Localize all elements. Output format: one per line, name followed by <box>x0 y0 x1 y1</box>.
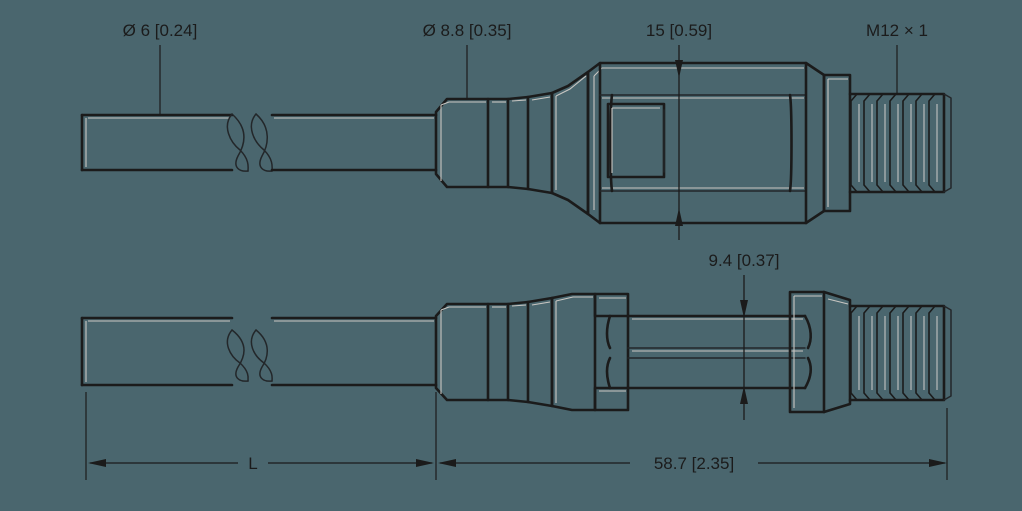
bottom-strain-relief <box>434 292 597 412</box>
body-width-label: 9.4 [0.37] <box>709 251 780 270</box>
strain-relief-diameter-label: Ø 8.8 [0.35] <box>423 21 512 40</box>
top-thread-m12 <box>848 92 952 194</box>
top-cable-right <box>270 113 438 172</box>
connector-length-label: 58.7 [2.35] <box>654 454 734 473</box>
arrow-down-top <box>675 60 683 78</box>
dimension-cable-length: L <box>88 454 434 473</box>
dimension-cable-diameter: Ø 6 [0.24] <box>123 21 198 115</box>
bottom-cable-right <box>270 316 438 387</box>
arrow-up-bottom <box>675 208 683 226</box>
arrow-right-L <box>416 459 434 467</box>
arrow-down-9-4 <box>740 300 748 318</box>
dimension-body-width: 9.4 [0.37] <box>709 251 780 420</box>
arrow-left-L <box>88 459 106 467</box>
arrow-left-58-7 <box>438 459 456 467</box>
bottom-connector-body <box>593 292 812 412</box>
dimension-connector-length: 58.7 [2.35] <box>438 454 947 473</box>
top-cable-left <box>80 113 234 172</box>
cable-diameter-label: Ø 6 [0.24] <box>123 21 198 40</box>
thread-spec-label: M12 × 1 <box>866 21 928 40</box>
dimension-thread-spec: M12 × 1 <box>866 21 928 94</box>
body-height-label: 15 [0.59] <box>646 21 712 40</box>
top-view <box>80 61 952 225</box>
extension-lines <box>85 392 948 480</box>
dimension-body-height: 15 [0.59] <box>646 21 712 240</box>
bottom-view <box>80 290 952 414</box>
bottom-cable-left <box>80 316 234 387</box>
dimension-strain-relief-diameter: Ø 8.8 [0.35] <box>423 21 512 99</box>
bottom-connector-collar <box>788 290 852 414</box>
top-connector-body <box>586 61 826 225</box>
arrow-right-58-7 <box>929 459 947 467</box>
cable-length-label: L <box>248 454 257 473</box>
top-connector-collar <box>822 73 852 213</box>
arrow-up-9-4 <box>740 386 748 404</box>
bottom-cable-break-symbol <box>226 329 273 382</box>
bottom-thread-m12 <box>848 304 952 402</box>
top-cable-break-symbol <box>226 113 273 172</box>
top-strain-relief <box>434 70 590 216</box>
